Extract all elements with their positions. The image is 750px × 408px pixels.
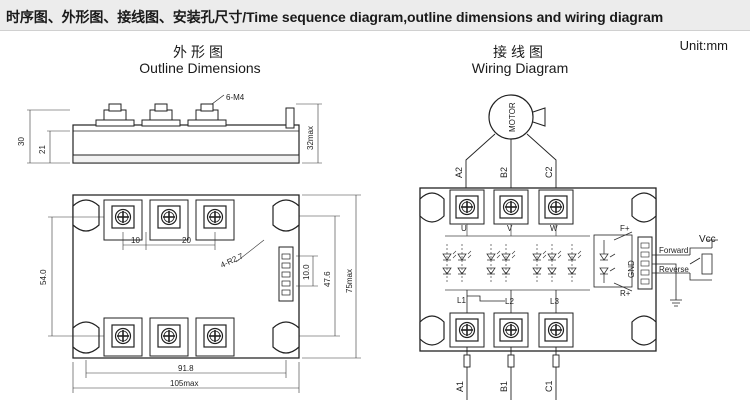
side-view: 6-M4 30 21 32max [17, 93, 322, 164]
label-h30: 30 [17, 137, 26, 146]
label-forward: Forward [659, 246, 688, 255]
label-w: W [550, 224, 558, 233]
label-vcc: Vcc [699, 234, 716, 245]
label-c2: C2 [544, 166, 554, 178]
label-l2: L2 [505, 297, 514, 306]
label-h21: 21 [38, 145, 47, 154]
top-view: 10 20 4-R2.7 54.0 10.0 47.6 75max 91.8 1… [39, 194, 361, 393]
label-h75: 75max [345, 269, 354, 293]
header-bar: 时序图、外形图、接线图、安装孔尺寸/Time sequence diagram,… [0, 0, 750, 31]
label-v: V [507, 224, 513, 233]
label-b2: B2 [499, 167, 509, 178]
wiring-title-cn: 接线图 [493, 44, 547, 60]
label-w20: 20 [182, 236, 191, 245]
label-h10: 10.0 [302, 264, 311, 280]
page-title: 时序图、外形图、接线图、安装孔尺寸/Time sequence diagram,… [6, 9, 664, 25]
unit-label: Unit:mm [679, 38, 728, 53]
label-motor: MOTOR [508, 102, 517, 132]
wiring-view: MOTOR A2 B2 C2 U [419, 94, 718, 400]
label-h32: 32max [306, 126, 315, 150]
label-gnd: GND [627, 260, 636, 278]
outline-title-en: Outline Dimensions [139, 60, 261, 76]
label-b1: B1 [499, 381, 509, 392]
label-w10: 10 [131, 236, 140, 245]
label-h54: 54.0 [39, 269, 48, 285]
label-h476: 47.6 [323, 271, 332, 287]
label-r27: 4-R2.7 [219, 251, 245, 270]
label-a1: A1 [455, 381, 465, 392]
label-l1: L1 [457, 296, 466, 305]
label-reverse: Reverse [659, 265, 689, 274]
label-l3: L3 [550, 297, 559, 306]
label-w918: 91.8 [178, 364, 194, 373]
outline-title-cn: 外形图 [173, 44, 227, 60]
label-rplus: R+ [620, 289, 631, 298]
wiring-title-en: Wiring Diagram [471, 60, 569, 76]
label-c1: C1 [544, 380, 554, 392]
label-fplus: F+ [620, 224, 630, 233]
label-a2: A2 [454, 167, 464, 178]
label-u: U [461, 224, 467, 233]
label-w105: 105max [170, 379, 198, 388]
label-screw: 6-M4 [226, 93, 245, 102]
